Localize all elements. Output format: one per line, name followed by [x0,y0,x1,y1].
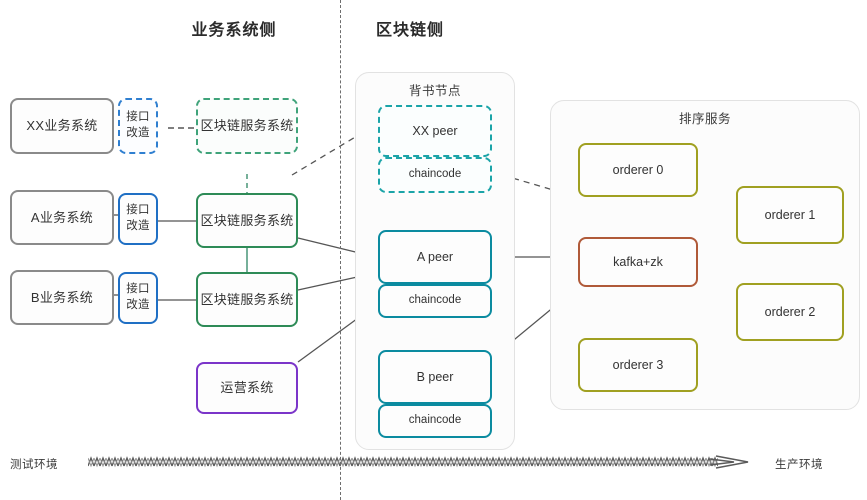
side-divider [340,0,341,500]
adapter-b[interactable]: 接口 改造 [118,272,158,324]
adapter-a[interactable]: 接口 改造 [118,193,158,245]
ordering-service-title: 排序服务 [678,112,732,126]
chaincode-b[interactable]: chaincode [378,404,492,438]
blockchain-side-title: 区块链侧 [375,22,445,39]
business-system-b[interactable]: B业务系统 [10,270,114,325]
business-system-xx[interactable]: XX业务系统 [10,98,114,154]
peer-b[interactable]: B peer [378,350,492,404]
chaincode-a[interactable]: chaincode [378,284,492,318]
orderer-0[interactable]: orderer 0 [578,143,698,197]
adapter-xx[interactable]: 接口 改造 [118,98,158,154]
chaincode-xx[interactable]: chaincode [378,157,492,193]
orderer-3[interactable]: orderer 3 [578,338,698,392]
axis-label-test-env: 测试环境 [10,459,58,471]
axis-label-prod-env: 生产环境 [775,459,823,471]
orderer-1[interactable]: orderer 1 [736,186,844,244]
endorsing-node-title: 背书节点 [408,84,462,98]
business-side-title: 业务系统侧 [191,22,277,39]
bc-service-b[interactable]: 区块链服务系统 [196,272,298,327]
business-system-a[interactable]: A业务系统 [10,190,114,245]
bc-service-a[interactable]: 区块链服务系统 [196,193,298,248]
kafka-zk[interactable]: kafka+zk [578,237,698,287]
ops-system[interactable]: 运营系统 [196,362,298,414]
peer-a[interactable]: A peer [378,230,492,284]
orderer-2[interactable]: orderer 2 [736,283,844,341]
environment-arrow [88,455,749,469]
bc-service-xx[interactable]: 区块链服务系统 [196,98,298,154]
peer-xx[interactable]: XX peer [378,105,492,157]
